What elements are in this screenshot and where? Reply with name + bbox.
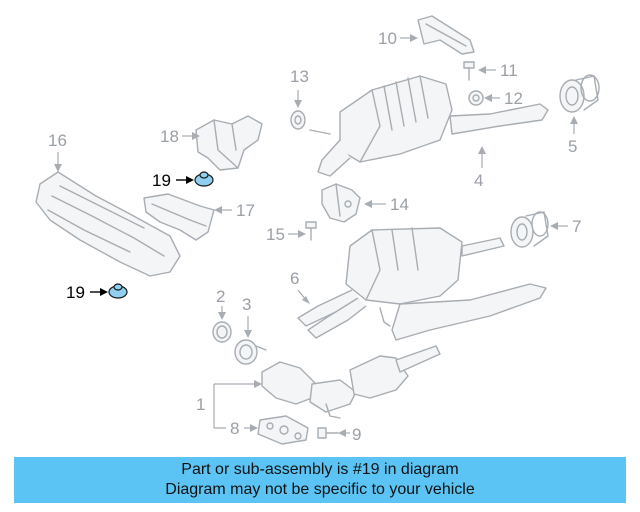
callout-7: 7 [572, 217, 581, 236]
callout-5: 5 [568, 137, 577, 156]
callout-6: 6 [290, 269, 299, 288]
callout-11: 11 [500, 61, 518, 80]
part-12-nut[interactable] [468, 90, 484, 106]
callout-12: 12 [504, 89, 523, 108]
banner-line-2: Diagram may not be specific to your vehi… [165, 481, 475, 498]
callout-1: 1 [196, 395, 205, 414]
info-banner: Part or sub-assembly is #19 in diagram D… [14, 457, 626, 503]
part-2-gasket[interactable] [212, 321, 232, 343]
callout-19-upper: 19 [152, 171, 171, 190]
callout-2: 2 [216, 287, 225, 306]
part-1-catalytic-converter[interactable] [261, 345, 441, 419]
part-8-flange-gasket[interactable] [257, 415, 309, 445]
callout-17: 17 [236, 201, 255, 220]
part-5-clamp[interactable] [559, 74, 600, 113]
part-7-clamp[interactable] [510, 211, 549, 248]
callout-13: 13 [290, 67, 309, 86]
callout-4: 4 [474, 171, 483, 190]
part-19-lower-grommet[interactable] [108, 283, 128, 299]
callout-8: 8 [230, 419, 239, 438]
exhaust-parts-diagram: 10 11 12 13 4 5 [35, 15, 600, 445]
part-10-bracket[interactable] [417, 15, 475, 55]
part-18-bracket[interactable] [195, 115, 263, 171]
callout-3: 3 [242, 295, 251, 314]
part-9-bolt[interactable] [317, 427, 339, 439]
callout-15: 15 [266, 225, 285, 244]
part-4-rear-muffler[interactable] [309, 75, 549, 177]
callout-16: 16 [48, 131, 67, 150]
part-17-shield-bracket[interactable] [143, 193, 215, 241]
part-14-hanger[interactable] [321, 183, 361, 223]
banner-line-1: Part or sub-assembly is #19 in diagram [181, 461, 459, 478]
callout-9: 9 [352, 425, 361, 444]
part-15-bolt[interactable] [305, 221, 317, 241]
part-16-heat-shield[interactable] [35, 171, 181, 277]
callout-10: 10 [378, 29, 397, 48]
callout-14: 14 [390, 195, 409, 214]
part-19-upper-grommet[interactable] [194, 171, 214, 187]
callout-18: 18 [160, 127, 179, 146]
part-11-bolt[interactable] [463, 61, 475, 81]
part-6-center-muffler[interactable] [297, 227, 547, 341]
part-13-mount[interactable] [290, 110, 306, 130]
callout-19-lower: 19 [66, 283, 85, 302]
part-3-clamp[interactable] [234, 339, 267, 365]
